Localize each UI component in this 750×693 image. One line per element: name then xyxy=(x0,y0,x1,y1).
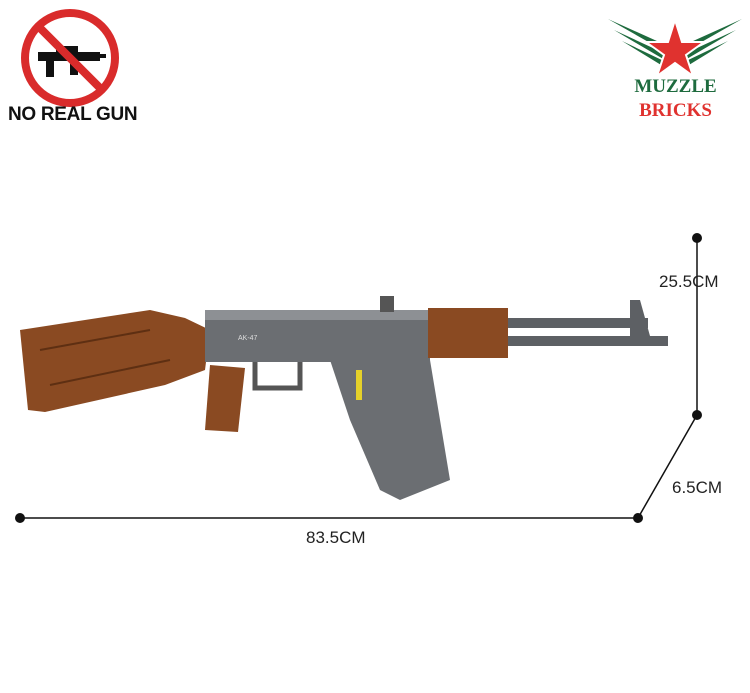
no-real-gun-label: NO REAL GUN xyxy=(8,104,138,125)
height-dimension: 25.5CM xyxy=(659,272,719,291)
logo-text-bricks: BRICKS xyxy=(639,100,712,121)
wings-star-logo-icon xyxy=(608,16,742,76)
handguard xyxy=(428,308,508,358)
pistol-grip xyxy=(205,365,245,432)
logo-text-muzzle: MUZZLE xyxy=(634,76,717,97)
wooden-stock xyxy=(20,310,210,412)
length-dimension: 83.5CM xyxy=(306,528,366,547)
no-gun-icon xyxy=(21,9,119,107)
width-dimension: 6.5CM xyxy=(672,478,723,497)
barrel xyxy=(508,318,648,328)
model-label: AK-47 xyxy=(238,335,258,342)
